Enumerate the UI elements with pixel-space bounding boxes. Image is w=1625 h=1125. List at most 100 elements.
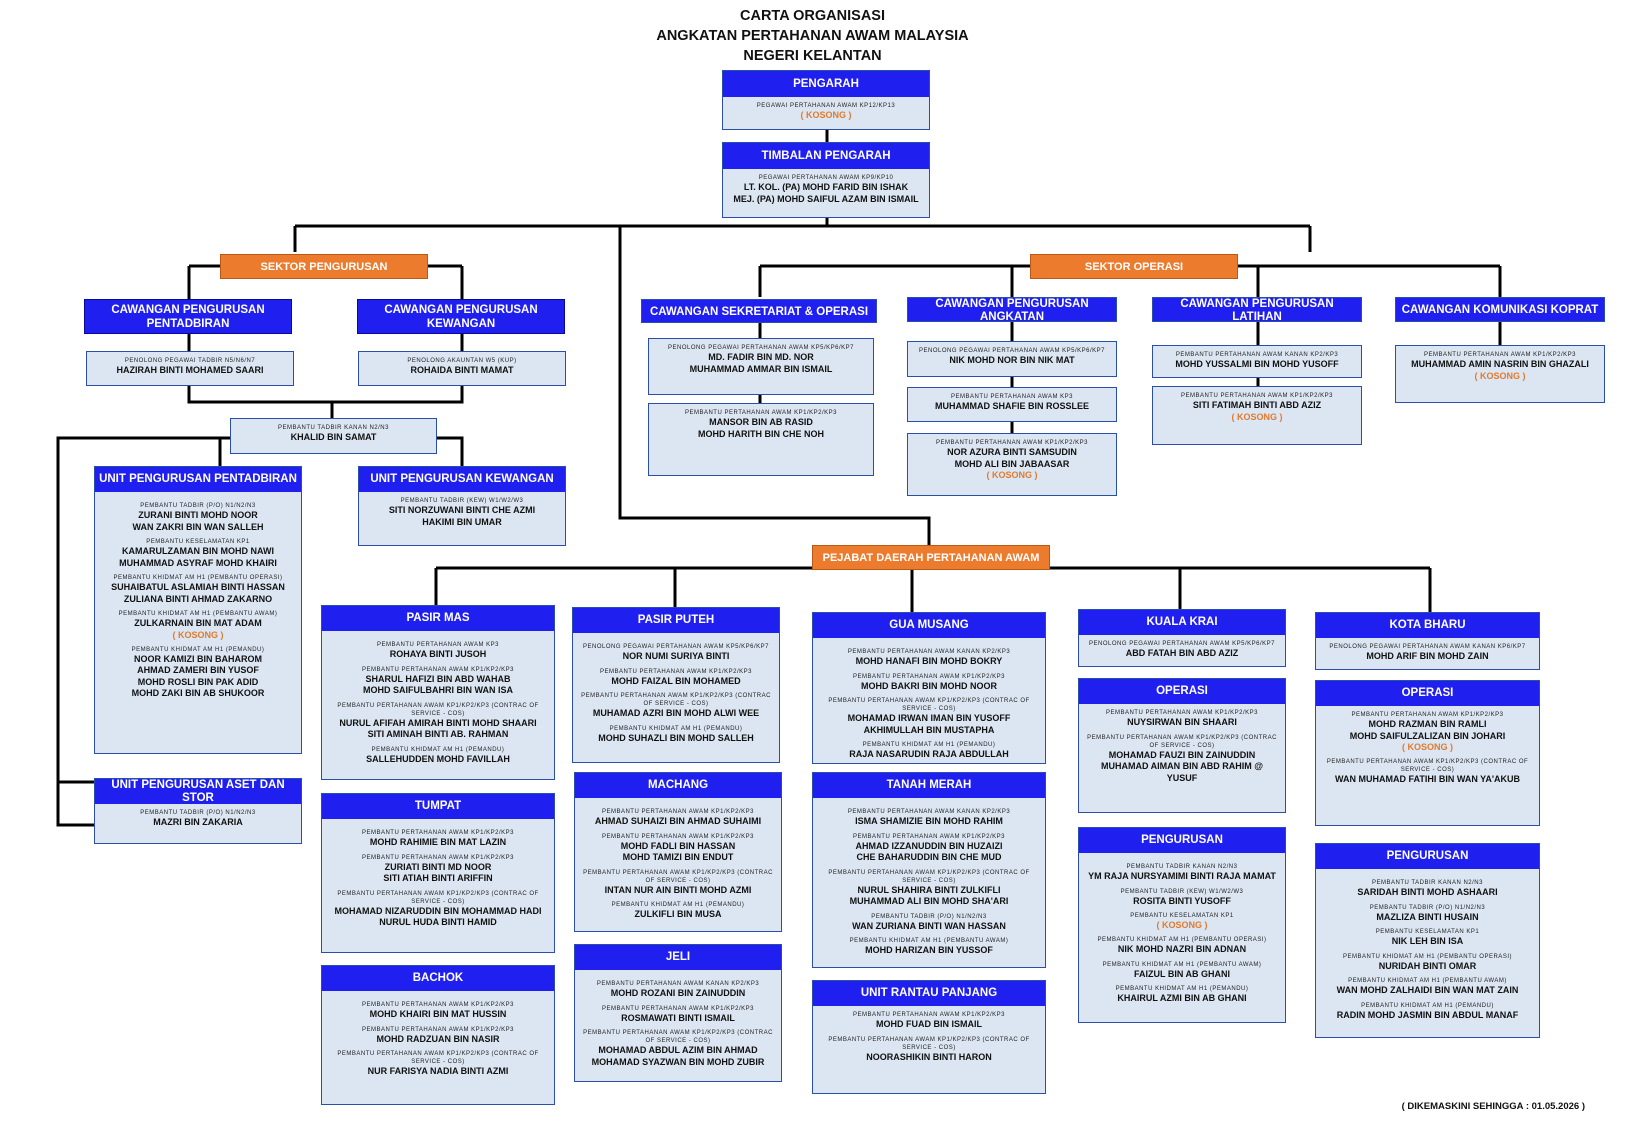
staff-name: SITI NORZUWANI BINTI CHE AZMI (388, 505, 536, 515)
box-title: CAWANGAN PENGURUSAN LATIHAN (1153, 298, 1361, 321)
box-title: CAWANGAN KOMUNIKASI KOPRAT (1396, 298, 1604, 321)
position-grade: PENOLONG PEGAWAI PERTAHANAN AWAM KP5/KP6… (919, 348, 1105, 354)
position-grade: PEMBANTU TADBIR (KEW) W1/W2/W3 (1120, 888, 1244, 895)
staff-name: NURUL HUDA BINTI HAMID (379, 917, 497, 927)
position-grade: PEMBANTU TADBIR KANAN N2/N3 (1126, 864, 1238, 870)
staff-name: NUYSIRWAN BIN SHAARI (1127, 717, 1237, 727)
position-grade: PEMBANTU PERTAHANAN AWAM KP1/KP2/KP3 (1180, 393, 1334, 399)
box-title: TANAH MERAH (813, 773, 1045, 798)
position-grade: PEGAWAI PERTAHANAN AWAM KP12/KP13 (756, 103, 896, 109)
position-grade: PEMBANTU PERTAHANAN AWAM KP1/KP2/KP3 (852, 1012, 1006, 1018)
position-grade: PEMBANTU PERTAHANAN AWAM KP1/KP2/KP3 (CO… (828, 698, 1030, 712)
position-grade: PEMBANTU PERTAHANAN AWAM KANAN KP2/KP3 (847, 649, 1011, 655)
staff-name: HAKIMI BIN UMAR (422, 516, 502, 527)
position-grade: PENOLONG PEGAWAI PERTAHANAN AWAM KP5/KP6… (668, 345, 854, 351)
staff-name: AHMAD ZAMERI BIN YUSOF (137, 665, 259, 675)
position-grade: PEMBANTU PERTAHANAN AWAM KP1/KP2/KP3 (852, 833, 1006, 840)
staff-name: NOR NUMI SURIYA BINTI (622, 651, 730, 661)
position-grade: PEMBANTU KHIDMAT AM H1 (PEMBANTU AWAM) (1102, 961, 1262, 968)
box-ang-1: PENOLONG PEGAWAI PERTAHANAN AWAM KP5/KP6… (907, 341, 1117, 377)
staff-name: NURIDAH BINTI OMAR (1378, 960, 1477, 971)
vacant-label: ( KOSONG ) (1474, 370, 1526, 381)
staff-name: NIK MOHD NOR BIN NIK MAT (949, 355, 1075, 365)
staff-name: RAJA NASARUDIN RAJA ABDULLAH (849, 749, 1009, 759)
staff-name: MOHD ALI BIN JABAASAR (954, 458, 1070, 469)
staff-name: MOHD SAIFULZALIZAN BIN JOHARI (1349, 730, 1506, 741)
position-grade: PENOLONG PEGAWAI PERTAHANAN AWAM KP5/KP6… (1089, 641, 1275, 647)
staff-name: WAN ZAKRI BIN WAN SALLEH (132, 521, 264, 532)
staff-name: MOHD ZAKI BIN AB SHUKOOR (131, 688, 265, 698)
position-grade: PEMBANTU PERTAHANAN AWAM KP1/KP2/KP3 (684, 410, 838, 416)
staff-name: WAN ZURIANA BINTI WAN HASSAN (852, 920, 1006, 931)
staff-name: AKHIMULLAH BIN MUSTAPHA (863, 724, 995, 735)
position-grade: PEMBANTU PERTAHANAN AWAM KP1/KP2/KP3 (1423, 352, 1577, 358)
position-grade: PEMBANTU PERTAHANAN AWAM KP1/KP2/KP3 (CO… (583, 1030, 773, 1044)
staff-name: SITI AMINAH BINTI AB. RAHMAN (367, 729, 509, 739)
box-title: PENGURUSAN (1316, 844, 1539, 869)
staff-name: MOHD SAIFULBAHRI BIN WAN ISA (363, 685, 513, 695)
staff-name: KHAIRUL AZMI BIN AB GHANI (1117, 993, 1247, 1003)
box-cw-latihan: CAWANGAN PENGURUSAN LATIHAN (1152, 297, 1362, 322)
position-grade: PEMBANTU TADBIR (P/O) N1/N2/N3 (1369, 904, 1486, 911)
staff-name: WAN MUHAMAD FATIHI BIN WAN YA'AKUB (1335, 774, 1520, 784)
position-grade: PEMBANTU TADBIR KANAN N2/N3 (278, 425, 389, 431)
box-title: UNIT PENGURUSAN PENTADBIRAN (95, 467, 301, 492)
staff-name: ROHAIDA BINTI MAMAT (410, 365, 514, 375)
box-cw-angkatan: CAWANGAN PENGURUSAN ANGKATAN (907, 297, 1117, 322)
box-title: UNIT PENGURUSAN KEWANGAN (359, 467, 565, 492)
box-title: OPERASI (1316, 681, 1539, 706)
staff-name: ROSITA BINTI YUSOFF (1133, 895, 1231, 906)
position-grade: PEMBANTU PERTAHANAN AWAM KP1/KP2/KP3 (CO… (1326, 759, 1529, 773)
staff-name: SHARUL HAFIZI BIN ABD WAHAB (365, 673, 511, 684)
box-title: PASIR PUTEH (573, 608, 779, 633)
staff-name: SALLEHUDDEN MOHD FAVILLAH (366, 753, 510, 764)
box-title: CAWANGAN SEKRETARIAT & OPERASI (642, 300, 876, 322)
box-title: BACHOK (322, 966, 554, 991)
box-cw-sekretariat: CAWANGAN SEKRETARIAT & OPERASI (641, 299, 877, 323)
staff-name: MOHD ROSLI BIN PAK ADID (137, 676, 259, 687)
box-title: KUALA KRAI (1079, 610, 1285, 635)
position-grade: PEMBANTU PERTAHANAN AWAM KP1/KP2/KP3 (1105, 710, 1259, 716)
staff-name: NIK MOHD NAZRI BIN ADNAN (1117, 944, 1247, 954)
position-grade: PEMBANTU KHIDMAT AM H1 (PEMANDU) (611, 902, 745, 908)
box-kuala-krai: KUALA KRAI PENOLONG PEGAWAI PERTAHANAN AW… (1078, 609, 1286, 667)
staff-name: AHMAD SUHAIZI BIN AHMAD SUHAIMI (594, 816, 762, 826)
sektor-operasi-label: SEKTOR OPERASI (1030, 254, 1238, 279)
vacant-label: ( KOSONG ) (1231, 411, 1283, 422)
staff-name: MUHAMMAD ASYRAF MOHD KHAIRI (119, 557, 277, 568)
staff-name: ABD FATAH BIN ABD AZIZ (1125, 648, 1239, 658)
position-grade: PEMBANTU KHIDMAT AM H1 (PEMANDU) (1115, 986, 1249, 992)
position-grade: PEMBANTU PERTAHANAN AWAM KP1/KP2/KP3 (601, 833, 755, 840)
box-cw-komunikasi: CAWANGAN KOMUNIKASI KOPRAT (1395, 297, 1605, 322)
position-grade: PEMBANTU KHIDMAT AM H1 (PEMANDU) (131, 646, 265, 653)
staff-name: SUHAIBATUL ASLAMIAH BINTI HASSAN (111, 582, 285, 592)
staff-name: SITI ATIAH BINTI ARIFFIN (383, 873, 493, 883)
box-title: JELI (575, 945, 781, 970)
box-title: CAWANGAN PENGURUSAN ANGKATAN (908, 298, 1116, 321)
box-title: PENGARAH (723, 71, 929, 97)
box-pengarah: PENGARAH PEGAWAI PERTAHANAN AWAM KP12/KP1… (722, 70, 930, 130)
staff-name: ROSMAWATI BINTI ISMAIL (621, 1012, 735, 1023)
staff-name: INTAN NUR AIN BINTI MOHD AZMI (604, 884, 752, 895)
position-grade: PEMBANTU TADBIR (P/O) N1/N2/N3 (140, 503, 256, 509)
position-grade: PEMBANTU PERTAHANAN AWAM KP1/KP2/KP3 (601, 809, 755, 815)
cawangan-kewangan-heading: CAWANGAN PENGURUSAN KEWANGAN (357, 299, 565, 334)
staff-name: NURUL AFIFAH AMIRAH BINTI MOHD SHAARI (339, 717, 537, 728)
staff-name: MOHAMAD ABDUL AZIM BIN AHMAD (598, 1045, 758, 1055)
staff-name: MUHAMMAD ALI BIN MOHD SHA'ARI (849, 896, 1009, 906)
staff-name: WAN MOHD ZALHAIDI BIN WAN MAT ZAIN (1336, 985, 1519, 995)
position-grade: PEMBANTU KESELAMATAN KP1 (1375, 929, 1480, 935)
position-grade: PEMBANTU KHIDMAT AM H1 (PEMBANTU OPERASI… (1343, 953, 1512, 960)
position-grade: PEMBANTU TADBIR KANAN N2/N3 (1372, 880, 1483, 886)
staff-name: HAZIRAH BINTI MOHAMED SAARI (116, 365, 264, 375)
box-title: KOTA BHARU (1316, 613, 1539, 638)
staff-name: MOHD BAKRI BIN MOHD NOOR (861, 680, 997, 691)
